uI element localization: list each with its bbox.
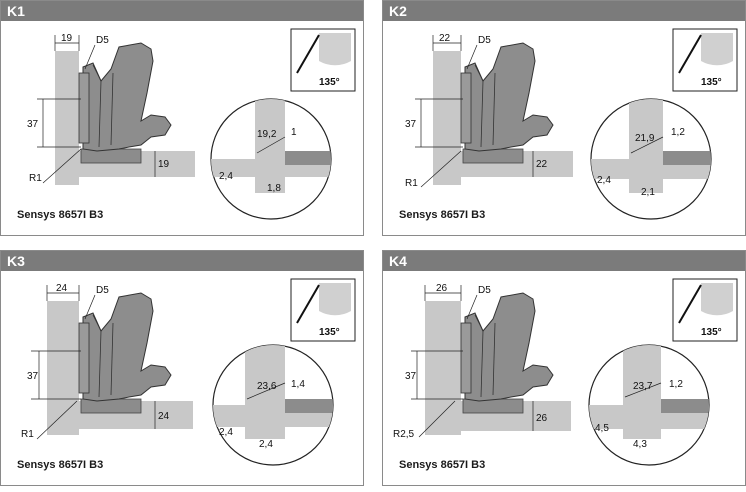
- detail-small-label: 1,2: [669, 379, 683, 390]
- side-dimension-label: 22: [536, 159, 548, 170]
- d5-label: D5: [478, 35, 491, 46]
- detail-left-label: 2,4: [219, 171, 233, 182]
- detail-bottom-label: 1,8: [267, 183, 281, 194]
- d5-label: D5: [96, 285, 109, 296]
- detail-gap-label: 19,2: [257, 129, 277, 140]
- detail-left-label: 4,5: [595, 423, 609, 434]
- detail-gap-label: 21,9: [635, 133, 655, 144]
- detail-small-label: 1,4: [291, 379, 305, 390]
- radius-label: R1: [21, 429, 34, 440]
- panel-k3: K3 24 D5 37 24 R1 23,6 1,4 2,4 2,: [0, 250, 364, 486]
- detail-left-label: 2,4: [219, 427, 233, 438]
- height-label: 37: [405, 119, 417, 130]
- angle-label: 135°: [701, 77, 722, 88]
- hinge-body: [82, 42, 172, 152]
- angle-label: 135°: [319, 77, 340, 88]
- hinge-diagram: 19 D5 37 19 R1 19,2 1 2,4 1,8 135°: [27, 28, 356, 220]
- top-dimension-label: 22: [439, 33, 451, 44]
- d5-label: D5: [96, 35, 109, 46]
- hinge-diagram: 24 D5 37 24 R1 23,6 1,4 2,4 2,4 135°: [21, 278, 356, 466]
- product-caption: Sensys 8657I B3: [17, 209, 104, 221]
- side-dimension-label: 19: [158, 159, 170, 170]
- detail-small-label: 1,2: [671, 127, 685, 138]
- top-dimension-label: 26: [436, 283, 448, 294]
- detail-small-label: 1: [291, 127, 297, 138]
- hinge-diagram: 22 D5 37 22 R1 21,9 1,2 2,4 2,1 135°: [405, 28, 738, 220]
- panel-title: K1: [1, 1, 363, 21]
- radius-label: R1: [29, 173, 42, 184]
- panel-k1: K1 19 D5 37 19 R1: [0, 0, 364, 236]
- detail-bottom-label: 2,1: [641, 187, 655, 198]
- detail-bottom-label: 4,3: [633, 439, 647, 450]
- detail-gap-label: 23,6: [257, 381, 277, 392]
- height-label: 37: [405, 371, 417, 382]
- side-dimension-label: 24: [158, 411, 170, 422]
- radius-label: R2,5: [393, 429, 415, 440]
- top-dimension-label: 24: [56, 283, 68, 294]
- product-caption: Sensys 8657I B3: [399, 209, 486, 221]
- mounting-plate: [80, 148, 142, 164]
- height-label: 37: [27, 371, 39, 382]
- product-caption: Sensys 8657I B3: [17, 459, 104, 471]
- top-dimension-label: 19: [61, 33, 73, 44]
- hinge-diagram: 26 D5 37 26 R2,5 23,7 1,2 4,5 4,3 135°: [393, 278, 738, 466]
- panel-title: K4: [383, 251, 745, 271]
- detail-gap-label: 23,7: [633, 381, 653, 392]
- panel-title: K3: [1, 251, 363, 271]
- d5-label: D5: [478, 285, 491, 296]
- hinge-cup: [78, 72, 90, 144]
- detail-bottom-label: 2,4: [259, 439, 273, 450]
- panel-k2: K2 22 D5 37 22 R1 21,9 1,2 2,4 2,: [382, 0, 746, 236]
- side-dimension-label: 26: [536, 413, 548, 424]
- detail-left-label: 2,4: [597, 175, 611, 186]
- product-caption: Sensys 8657I B3: [399, 459, 486, 471]
- height-label: 37: [27, 119, 39, 130]
- panel-title: K2: [383, 1, 745, 21]
- angle-label: 135°: [701, 327, 722, 338]
- angle-label: 135°: [319, 327, 340, 338]
- radius-label: R1: [405, 178, 418, 189]
- panel-k4: K4 26 D5 37 26 R2,5 23,7 1,2 4,5: [382, 250, 746, 486]
